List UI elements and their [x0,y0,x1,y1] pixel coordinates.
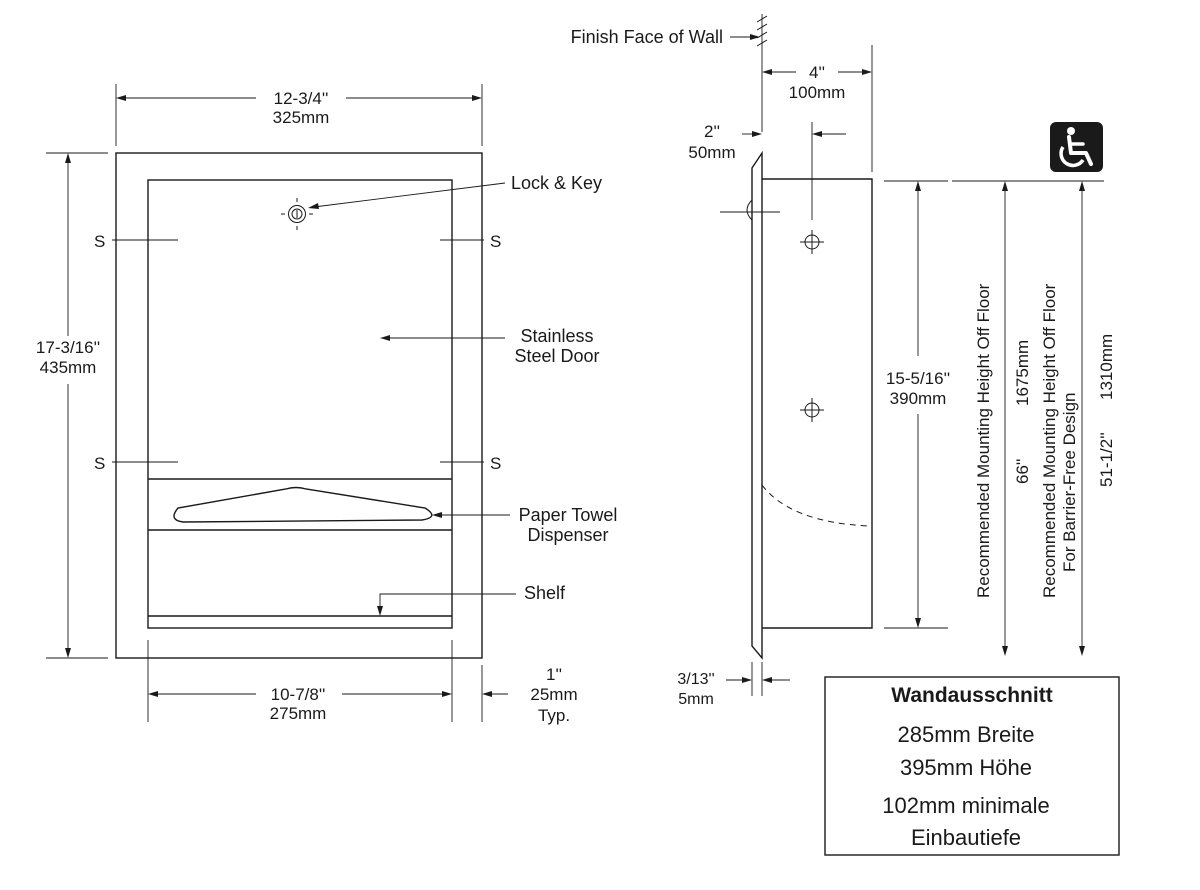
body-height-imperial: 15-5/16'' [886,369,950,388]
barrier-free-label-line2: For Barrier-Free Design [1060,393,1079,573]
wall-cutout-title: Wandausschnitt [891,684,1052,707]
flange-dimension: 1'' 25mm Typ. [481,665,578,725]
door-label-line1: Stainless [520,326,593,346]
wall-cutout-height: 395mm Höhe [900,755,1032,780]
callout-towel-dispenser: Paper Towel Dispenser [432,505,617,545]
stainless-steel-door [147,179,453,629]
shelf-label: Shelf [524,583,566,603]
callout-door: Stainless Steel Door [380,326,600,366]
depth-imperial: 4'' [809,63,825,82]
wall-cutout-width: 285mm Breite [898,722,1035,747]
body-height-dimension: 15-5/16'' 390mm [884,180,950,629]
mounting-hole-lower [800,398,824,422]
outer-flange [115,152,483,659]
wheelchair-icon [1050,122,1103,172]
mounting-hole-upper [800,230,824,254]
mounting-height-label: Recommended Mounting Height Off Floor [974,283,993,598]
overall-height-dimension: 17-3/16'' 435mm [36,152,108,659]
overall-width-metric: 325mm [273,108,330,127]
lock-profile [746,199,753,221]
screw-marker-top-right: S [490,232,501,251]
barrier-free-label-line1: Recommended Mounting Height Off Floor [1040,283,1059,598]
lock-key-label: Lock & Key [511,173,602,193]
screw-marker-bottom-right: S [490,454,501,473]
towel-label-line1: Paper Towel [519,505,618,525]
overall-height-imperial: 17-3/16'' [36,338,100,357]
barrier-free-imperial: 51-1/2'' [1097,432,1116,487]
mounting-height-imperial: 66'' [1013,459,1032,484]
lip-imperial: 3/13'' [677,671,714,688]
wall-cutout-depth-line1: 102mm minimale [882,793,1050,818]
door-flange-profile [751,150,763,660]
screw-marker-top-left: S [94,232,105,251]
depth-dimension: 4'' 100mm [762,45,873,172]
wall-cutout-depth-line2: Einbautiefe [911,825,1021,850]
finish-face-of-wall: Finish Face of Wall [571,14,768,132]
flange-imperial: 1'' [546,665,562,684]
depth-metric: 100mm [789,83,846,102]
body-height-metric: 390mm [890,389,947,408]
flange-typical-note: Typ. [538,706,570,725]
flange-offset-metric: 50mm [688,143,735,162]
door-label-line2: Steel Door [514,346,599,366]
side-view: Finish Face of Wall 4'' 100mm [571,14,1116,708]
finish-face-label: Finish Face of Wall [571,27,723,47]
mounting-height-dimension: Recommended Mounting Height Off Floor 66… [974,181,1032,656]
towel-label-line2: Dispenser [527,525,608,545]
barrier-free-height-dimension: Recommended Mounting Height Off Floor Fo… [1040,181,1116,656]
callout-shelf: Shelf [377,583,566,616]
mounting-height-metric: 1675mm [1013,340,1032,406]
door-width-imperial: 10-7/8'' [271,685,326,704]
overall-height-metric: 435mm [40,358,97,377]
cabinet-body [762,178,873,629]
flange-offset-dimension: 2'' 50mm [688,122,846,220]
screw-marker-bottom-left: S [94,454,105,473]
door-width-metric: 275mm [270,704,327,723]
barrier-free-metric: 1310mm [1097,334,1116,400]
lock-key-icon [281,198,313,230]
front-view: S S S S 12-3/4'' 325mm 17-3/16'' [36,84,617,725]
flange-metric: 25mm [530,685,577,704]
overall-width-imperial: 12-3/4'' [274,89,329,108]
lip-metric: 5mm [678,691,714,708]
towel-slot [173,486,433,523]
door-width-dimension: 10-7/8'' 275mm [147,640,453,723]
overall-width-dimension: 12-3/4'' 325mm [115,84,483,146]
flange-offset-imperial: 2'' [704,122,720,141]
lip-dimension: 3/13'' 5mm [677,662,790,708]
callout-lock-key: Lock & Key [308,173,602,209]
wall-cutout-box: Wandausschnitt 285mm Breite 395mm Höhe 1… [824,676,1120,856]
